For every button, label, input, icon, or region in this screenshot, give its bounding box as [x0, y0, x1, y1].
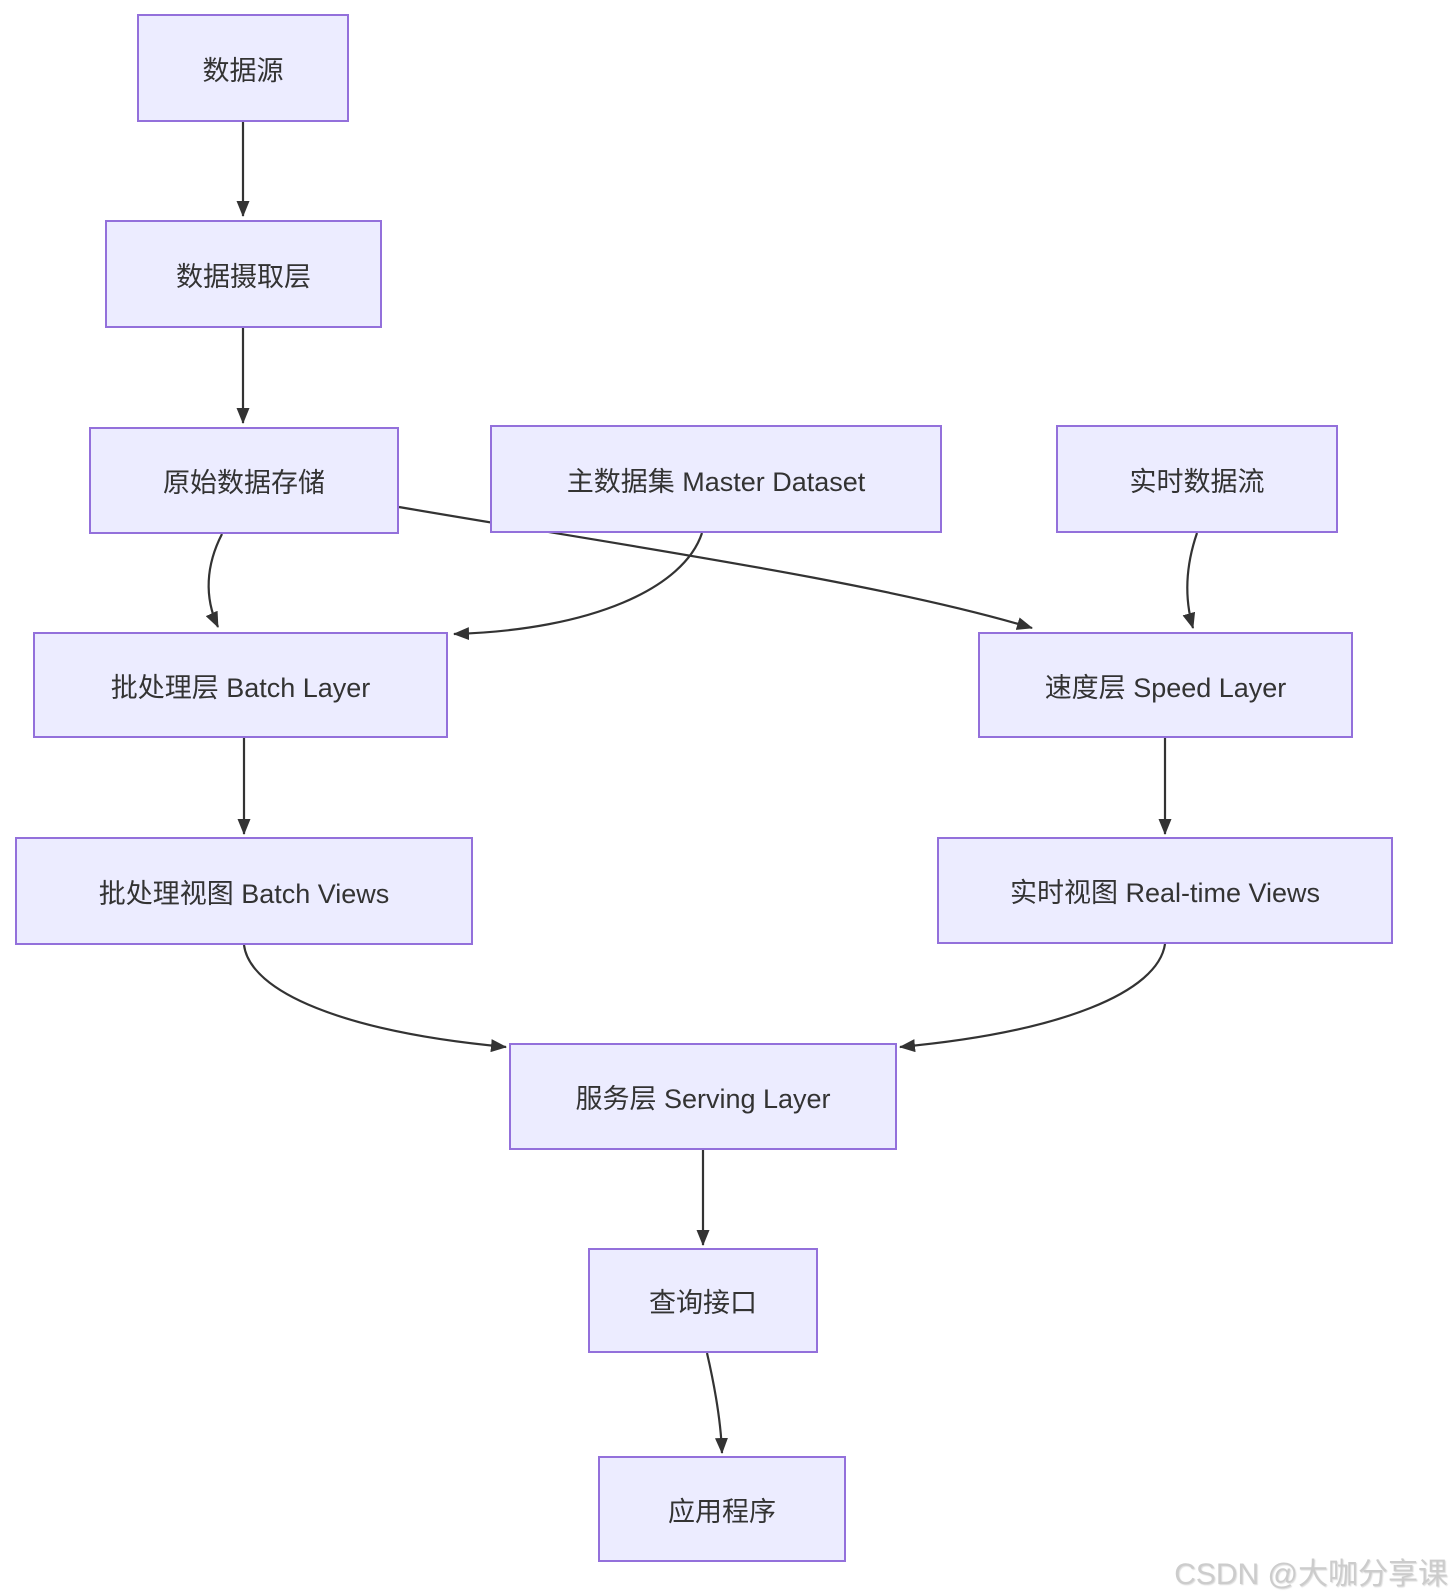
node-master-dataset: 主数据集 Master Dataset — [490, 425, 942, 533]
edge-realtime-stream-to-speed-layer — [1182, 532, 1199, 629]
edge-batch-views-to-serving-layer — [242, 944, 507, 1053]
node-batch-layer: 批处理层 Batch Layer — [33, 632, 448, 738]
node-data-source: 数据源 — [137, 14, 349, 122]
node-application: 应用程序 — [598, 1456, 846, 1562]
node-realtime-views: 实时视图 Real-time Views — [937, 837, 1393, 944]
edge-realtime-views-to-serving-layer — [899, 943, 1167, 1053]
node-batch-views: 批处理视图 Batch Views — [15, 837, 473, 945]
node-query-interface: 查询接口 — [588, 1248, 818, 1353]
node-speed-layer: 速度层 Speed Layer — [978, 632, 1353, 738]
node-raw-storage: 原始数据存储 — [89, 427, 399, 534]
edge-master-dataset-to-batch-layer — [453, 532, 704, 641]
node-realtime-stream: 实时数据流 — [1056, 425, 1338, 533]
node-ingestion-layer: 数据摄取层 — [105, 220, 382, 328]
csdn-watermark: CSDN @大咖分享课 — [1174, 1558, 1448, 1591]
edge-query-to-application — [705, 1352, 728, 1454]
node-serving-layer: 服务层 Serving Layer — [509, 1043, 897, 1150]
edge-raw-storage-to-batch-layer — [205, 533, 223, 628]
